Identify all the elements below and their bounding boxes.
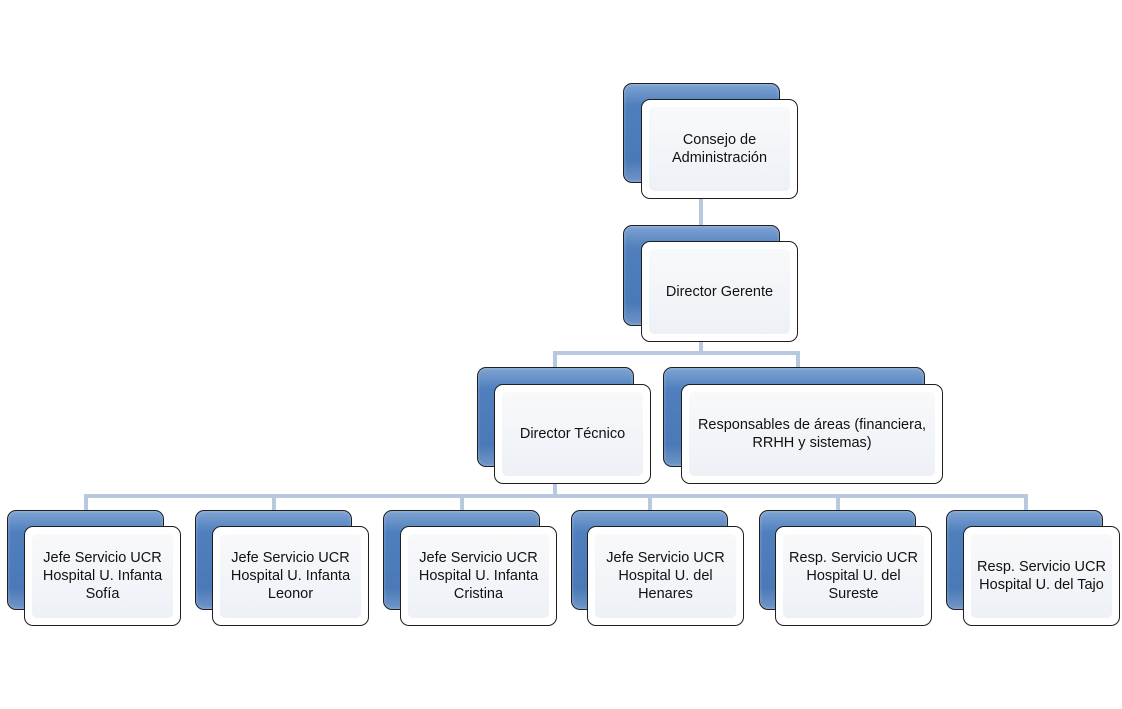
- connector-to-responsables: [796, 351, 800, 368]
- node-label: Jefe Servicio UCR Hospital U. Infanta Le…: [230, 550, 351, 602]
- node-label-area: Resp. Servicio UCR Hospital U. del Sures…: [783, 534, 924, 618]
- node-front-card: Responsables de áreas (financiera, RRHH …: [681, 384, 943, 484]
- node-front-card: Jefe Servicio UCR Hospital U. del Henare…: [587, 526, 744, 626]
- node-front-card: Jefe Servicio UCR Hospital U. Infanta Cr…: [400, 526, 557, 626]
- node-front-card: Consejo de Administración: [641, 99, 798, 199]
- node-front-card: Director Técnico: [494, 384, 651, 484]
- connector-level3-bar: [84, 494, 1028, 498]
- node-label: Director Gerente: [665, 283, 774, 300]
- node-label-area: Director Gerente: [649, 249, 790, 334]
- node-label-area: Resp. Servicio UCR Hospital U. del Tajo: [971, 534, 1112, 618]
- node-label: Consejo de Administración: [671, 132, 768, 166]
- node-label: Jefe Servicio UCR Hospital U. Infanta Cr…: [418, 550, 539, 602]
- node-label: Jefe Servicio UCR Hospital U. Infanta So…: [42, 550, 163, 602]
- connector-consejo-gerente: [699, 198, 703, 242]
- connector-to-infanta-sofia: [84, 494, 88, 511]
- node-label-area: Director Técnico: [502, 392, 643, 476]
- node-label: Jefe Servicio UCR Hospital U. del Henare…: [606, 550, 725, 602]
- node-label: Resp. Servicio UCR Hospital U. del Tajo: [977, 559, 1106, 593]
- node-label-area: Responsables de áreas (financiera, RRHH …: [689, 392, 935, 476]
- node-label-area: Jefe Servicio UCR Hospital U. Infanta So…: [32, 534, 173, 618]
- connector-gerente-down: [699, 342, 703, 355]
- node-label: Resp. Servicio UCR Hospital U. del Sures…: [789, 550, 918, 602]
- node-label: Director Técnico: [519, 426, 626, 442]
- node-front-card: Resp. Servicio UCR Hospital U. del Tajo: [963, 526, 1120, 626]
- connector-to-henares: [648, 494, 652, 511]
- connector-to-infanta-leonor: [272, 494, 276, 511]
- node-label-area: Jefe Servicio UCR Hospital U. Infanta Cr…: [408, 534, 549, 618]
- connector-to-director-tecnico: [553, 351, 557, 368]
- node-label: Responsables de áreas (financiera, RRHH …: [697, 417, 927, 451]
- node-front-card: Jefe Servicio UCR Hospital U. Infanta So…: [24, 526, 181, 626]
- node-label-area: Jefe Servicio UCR Hospital U. Infanta Le…: [220, 534, 361, 618]
- connector-to-tajo: [1024, 494, 1028, 511]
- connector-level2-bar: [553, 351, 800, 355]
- connector-to-sureste: [836, 494, 840, 511]
- node-front-card: Resp. Servicio UCR Hospital U. del Sures…: [775, 526, 932, 626]
- node-front-card: Jefe Servicio UCR Hospital U. Infanta Le…: [212, 526, 369, 626]
- node-front-card: Director Gerente: [641, 241, 798, 342]
- connector-tecnico-down: [553, 484, 557, 498]
- node-label-area: Consejo de Administración: [649, 107, 790, 191]
- connector-to-infanta-cristina: [460, 494, 464, 511]
- node-label-area: Jefe Servicio UCR Hospital U. del Henare…: [595, 534, 736, 618]
